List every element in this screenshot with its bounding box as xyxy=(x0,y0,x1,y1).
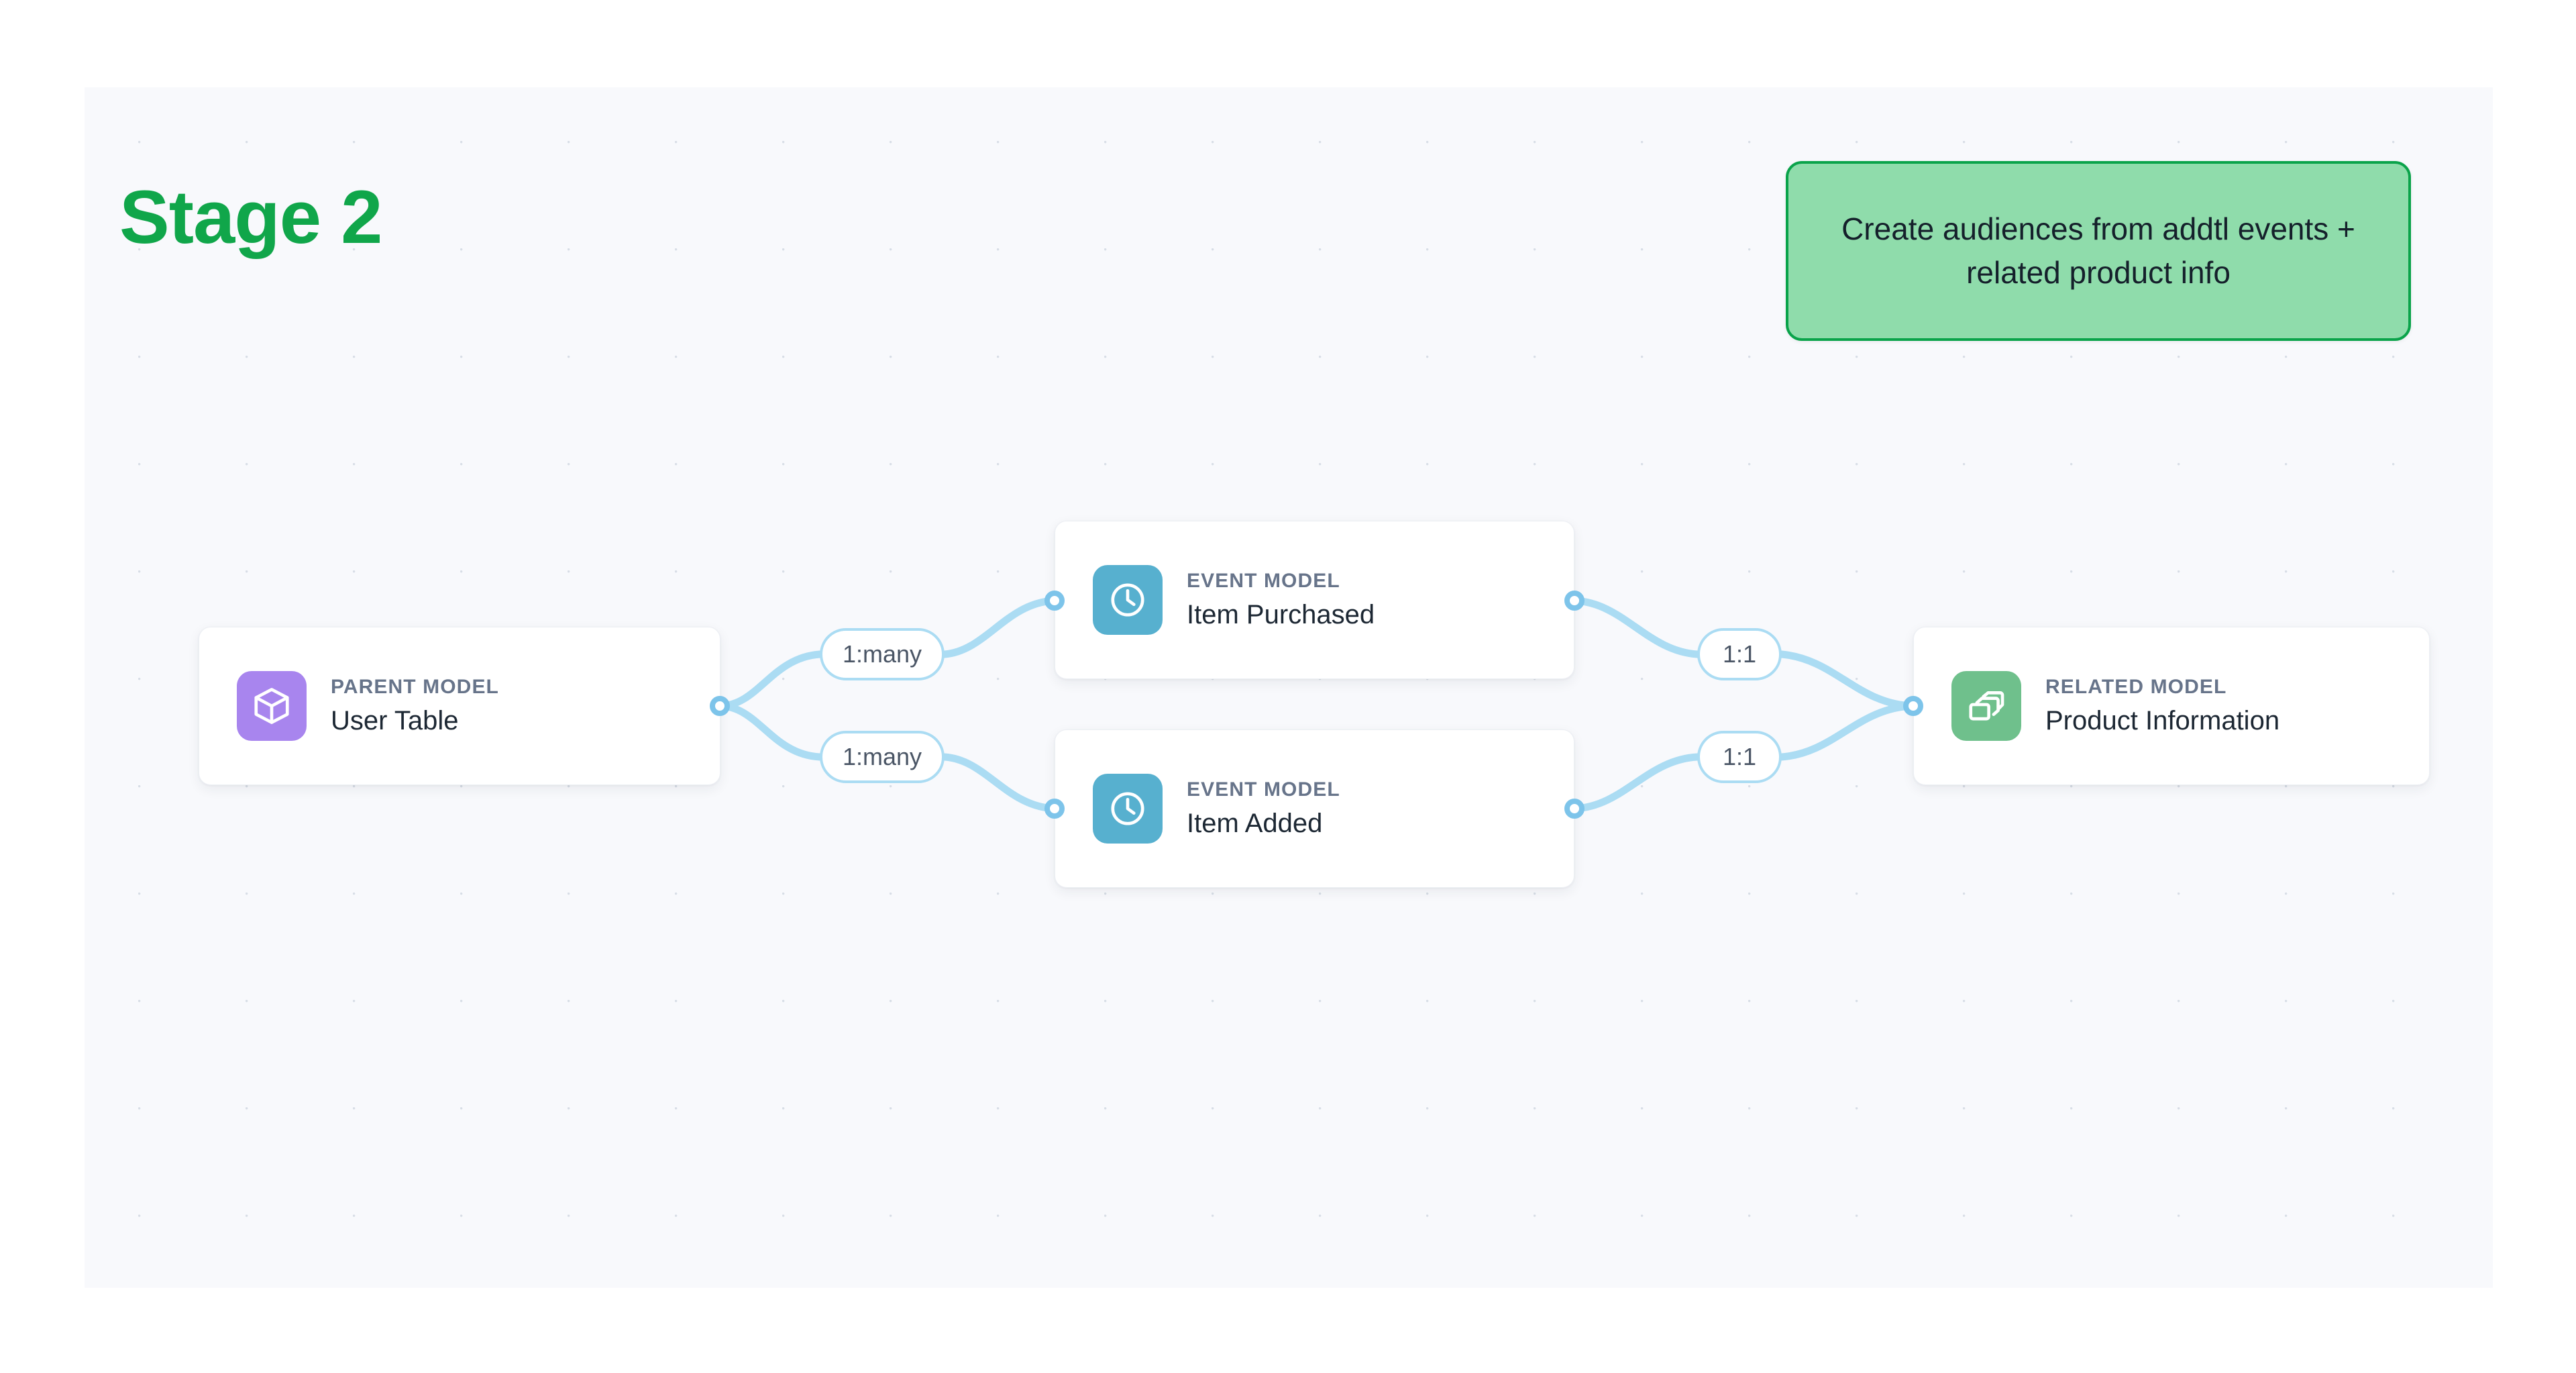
edge-label-item-purchased-to-related[interactable]: 1:1 xyxy=(1697,628,1782,680)
page-title: Stage 2 xyxy=(119,175,382,259)
edge-label-item-added-to-related[interactable]: 1:1 xyxy=(1697,731,1782,783)
node-name-label: Item Added xyxy=(1187,809,1323,838)
node-label-group: RELATED MODEL Product Information xyxy=(2045,675,2279,737)
node-name-label: Product Information xyxy=(2045,706,2280,735)
node-related-product-information[interactable]: RELATED MODEL Product Information xyxy=(1913,627,2430,785)
edge-label-parent-to-item-added[interactable]: 1:many xyxy=(820,731,945,783)
clock-icon xyxy=(1093,774,1163,844)
node-label-group: EVENT MODEL Item Purchased xyxy=(1187,569,1375,631)
node-kind-label: RELATED MODEL xyxy=(2045,676,2227,698)
node-label-group: PARENT MODEL User Table xyxy=(331,675,499,737)
node-name-label: Item Purchased xyxy=(1187,600,1375,629)
node-kind-label: EVENT MODEL xyxy=(1187,570,1340,592)
callout-note-text: Create audiences from addtl events + rel… xyxy=(1841,211,2355,290)
callout-note: Create audiences from addtl events + rel… xyxy=(1786,161,2411,341)
cube-icon xyxy=(237,671,307,741)
edge-label-parent-to-item-purchased[interactable]: 1:many xyxy=(820,628,945,680)
port-item-purchased-input[interactable] xyxy=(1044,591,1065,611)
port-item-purchased-output[interactable] xyxy=(1564,591,1585,611)
port-parent-output[interactable] xyxy=(710,696,730,716)
node-event-item-added[interactable]: EVENT MODEL Item Added xyxy=(1055,729,1574,888)
node-event-item-purchased[interactable]: EVENT MODEL Item Purchased xyxy=(1055,521,1574,679)
port-item-added-input[interactable] xyxy=(1044,799,1065,819)
node-name-label: User Table xyxy=(331,706,459,735)
layers-icon xyxy=(1951,671,2021,741)
node-label-group: EVENT MODEL Item Added xyxy=(1187,778,1340,840)
node-kind-label: PARENT MODEL xyxy=(331,676,499,698)
node-kind-label: EVENT MODEL xyxy=(1187,778,1340,801)
port-item-added-output[interactable] xyxy=(1564,799,1585,819)
node-parent-user-table[interactable]: PARENT MODEL User Table xyxy=(199,627,720,785)
port-related-input[interactable] xyxy=(1903,696,1923,716)
clock-icon xyxy=(1093,565,1163,635)
